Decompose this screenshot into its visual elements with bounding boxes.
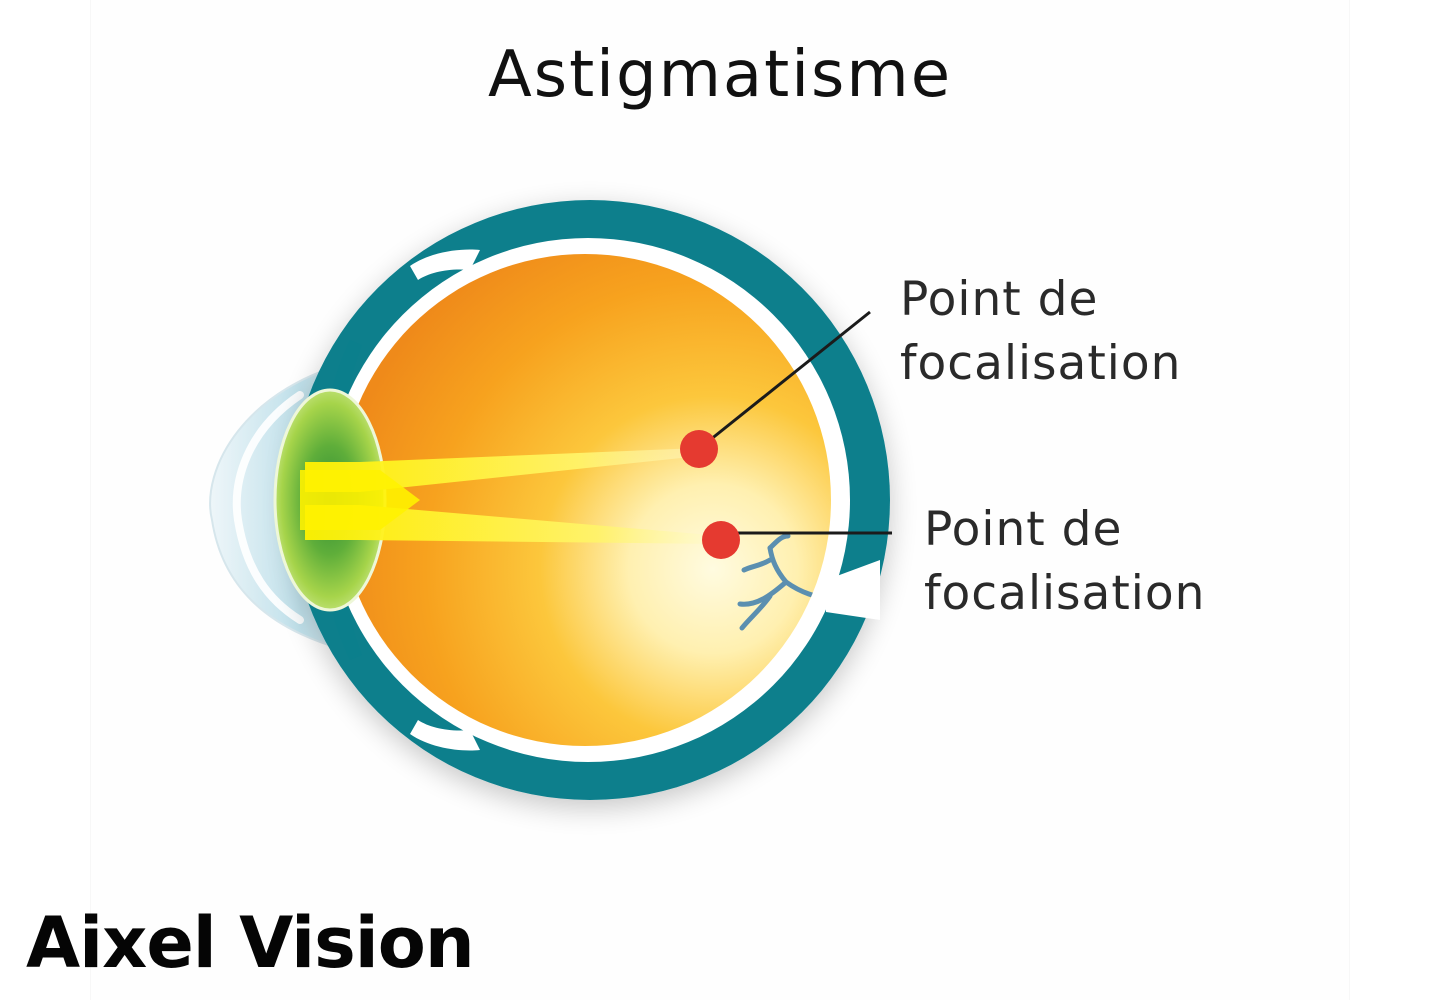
leader-line-upper (699, 310, 871, 450)
label-lower-line1: Point de (924, 502, 1123, 557)
label-focal-point-lower: Point de focalisation (924, 498, 1205, 626)
optic-nerve (826, 560, 880, 620)
vitreous-body (339, 254, 831, 746)
label-upper-line2: focalisation (900, 336, 1182, 391)
brand-watermark: Aixel Vision (26, 902, 475, 984)
label-focal-point-upper: Point de focalisation (900, 268, 1181, 396)
light-beam-lower (305, 505, 722, 544)
retinal-veins (737, 533, 831, 631)
ciliary-top (410, 249, 480, 280)
focal-point-upper (680, 430, 718, 468)
label-upper-line1: Point de (900, 272, 1099, 327)
label-lower-line2: focalisation (924, 566, 1206, 621)
focal-point-lower (702, 521, 740, 559)
diagram-title: Astigmatisme (487, 38, 953, 112)
cornea-highlight (232, 391, 304, 624)
light-beam-upper (305, 448, 700, 492)
light-beam-core (300, 470, 420, 530)
ciliary-bottom (410, 720, 480, 751)
